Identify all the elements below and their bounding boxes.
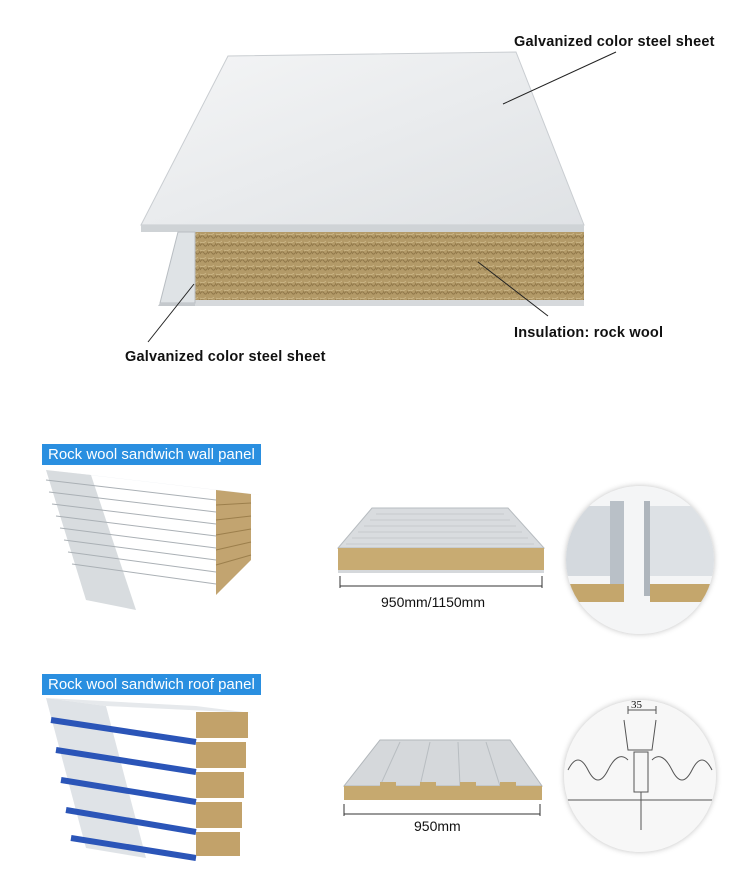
label-top-steel-sheet: Galvanized color steel sheet: [514, 34, 715, 50]
detail-measure-label: 35: [631, 700, 642, 711]
wall-panel-tag: Rock wool sandwich wall panel: [42, 444, 261, 465]
wall-panel-stack-image: [45, 470, 261, 610]
panel-joint: [159, 231, 196, 304]
roof-panel-stack-image: [46, 698, 251, 861]
wall-joint-detail-image: [566, 486, 714, 634]
roof-panel-tag: Rock wool sandwich roof panel: [42, 674, 261, 695]
leader-line-top: [502, 51, 617, 105]
top-steel-sheet: [140, 51, 585, 226]
label-insulation: Insulation: rock wool: [514, 325, 664, 341]
leader-line-core: [477, 261, 549, 317]
label-bottom-steel-sheet: Galvanized color steel sheet: [125, 349, 326, 365]
roof-panel-single-image: [342, 739, 543, 816]
roof-joint-detail-image: 35: [564, 700, 716, 852]
leader-line-bottom: [147, 283, 195, 343]
wall-panel-dimension: 950mm/1150mm: [381, 594, 486, 610]
sandwich-panel-illustration: [140, 51, 617, 343]
roof-panel-dimension: 950mm: [414, 818, 461, 834]
rock-wool-core: [192, 232, 584, 300]
wall-panel-single-image: [336, 507, 546, 588]
